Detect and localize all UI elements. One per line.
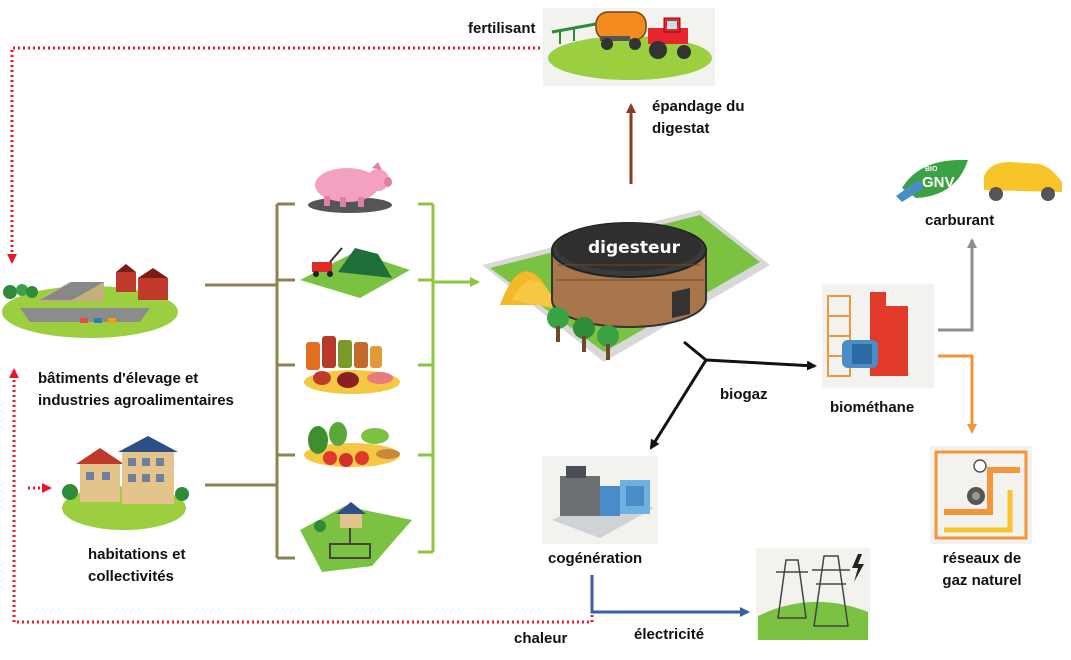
heat-loop-line [9,368,594,624]
cogeneration-engine-icon [542,456,658,544]
pig-icon [308,162,392,213]
electricite-label: électricité [634,626,705,643]
tractor-spreader-icon [543,8,715,86]
food-jars-icon [304,336,400,394]
fertiliser-loop-line [7,46,540,264]
epandage-label-line2: digestat [652,120,710,137]
habitations-label-line1: habitations et [88,546,186,563]
epandage-label-line1: épandage du [652,98,745,115]
batiments-label-line2: industries agroalimentaires [38,392,234,409]
heat-fertiliser-loop [7,46,594,624]
power-pylon-icon [756,548,870,640]
fertilisant-label: fertilisant [468,20,536,37]
reseaux-label-line2: gaz naturel [942,572,1022,589]
gnv-bio-label: BIO [925,166,938,173]
cogeneration-label: cogénération [548,550,643,567]
input-connector [205,202,295,560]
feedstock-bracket [418,202,480,554]
reseaux-label-line1: réseaux de [942,550,1022,567]
lawn-mower-icon [300,247,410,298]
biomethane-label: biométhane [830,399,915,416]
habitations-label-line2: collectivités [88,568,174,585]
farm-buildings-icon [2,264,178,338]
gnv-label: GNV [922,174,955,191]
car-gnv-icon [896,159,1062,202]
vegetables-icon [304,422,400,467]
grid-arrow [938,354,977,434]
houses-icon [62,436,189,530]
batiments-label-line1: bâtiments d'élevage et [38,370,199,387]
biogas-arrows [649,340,817,450]
gas-network-icon [930,446,1032,544]
electricity-arrow [590,575,750,617]
chaleur-label: chaleur [514,630,568,647]
biogaz-label: biogaz [720,386,768,403]
biomethane-unit-icon [822,284,934,388]
digesteur-label: digesteur [588,238,680,258]
fuel-arrow [938,238,977,332]
digester-icon [482,210,770,362]
house-septic-icon [300,502,412,572]
carburant-label: carburant [925,212,995,229]
